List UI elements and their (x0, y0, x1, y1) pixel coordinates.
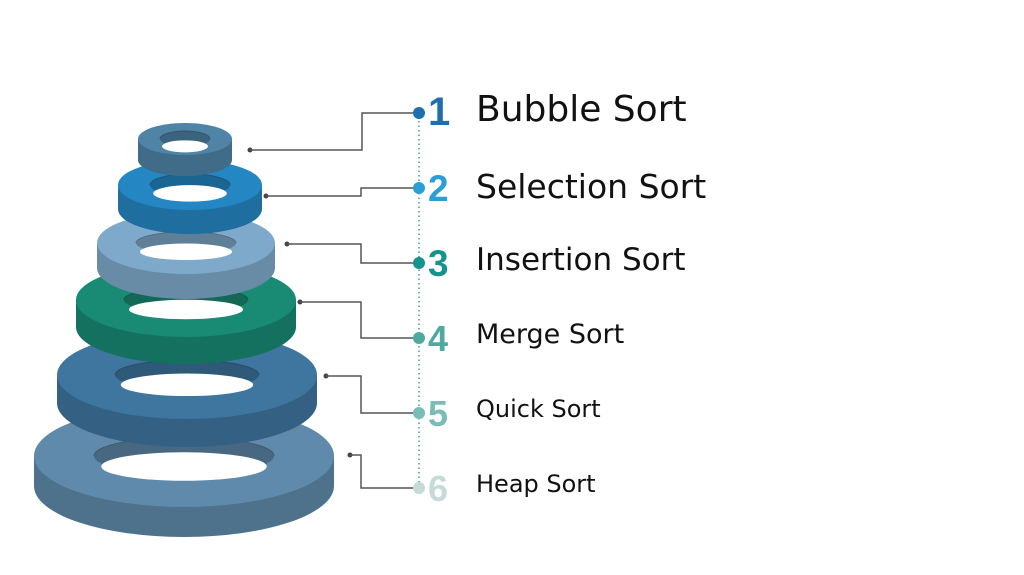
ring-stack (34, 123, 334, 537)
step-2-number: 2 (428, 168, 449, 209)
step-2-label: Selection Sort (476, 167, 707, 206)
timeline-dot-3 (413, 257, 425, 269)
step-6-label: Heap Sort (476, 470, 596, 498)
connector-3 (284, 241, 419, 264)
timeline-dot-4 (413, 332, 425, 344)
step-3-label: Insertion Sort (476, 242, 686, 278)
timeline-dot-2 (413, 182, 425, 194)
connector-4 (297, 299, 419, 339)
timeline-dots (413, 107, 425, 494)
ring-1 (138, 123, 232, 176)
connector-1 (247, 112, 419, 153)
step-1-number: 1 (428, 90, 451, 134)
connector-6 (347, 452, 419, 489)
timeline-dot-5 (413, 407, 425, 419)
timeline-dot-1 (413, 107, 425, 119)
step-5-number: 5 (428, 393, 449, 434)
step-4-label: Merge Sort (476, 319, 625, 350)
connector-5 (323, 373, 419, 414)
step-1-label: Bubble Sort (476, 89, 687, 130)
connector-2 (263, 187, 419, 199)
connector-lines (247, 112, 419, 489)
step-5-label: Quick Sort (476, 395, 601, 423)
timeline-dot-6 (413, 482, 425, 494)
step-6-number: 6 (428, 468, 449, 509)
step-3-number: 3 (428, 243, 449, 284)
step-4-number: 4 (428, 318, 449, 359)
